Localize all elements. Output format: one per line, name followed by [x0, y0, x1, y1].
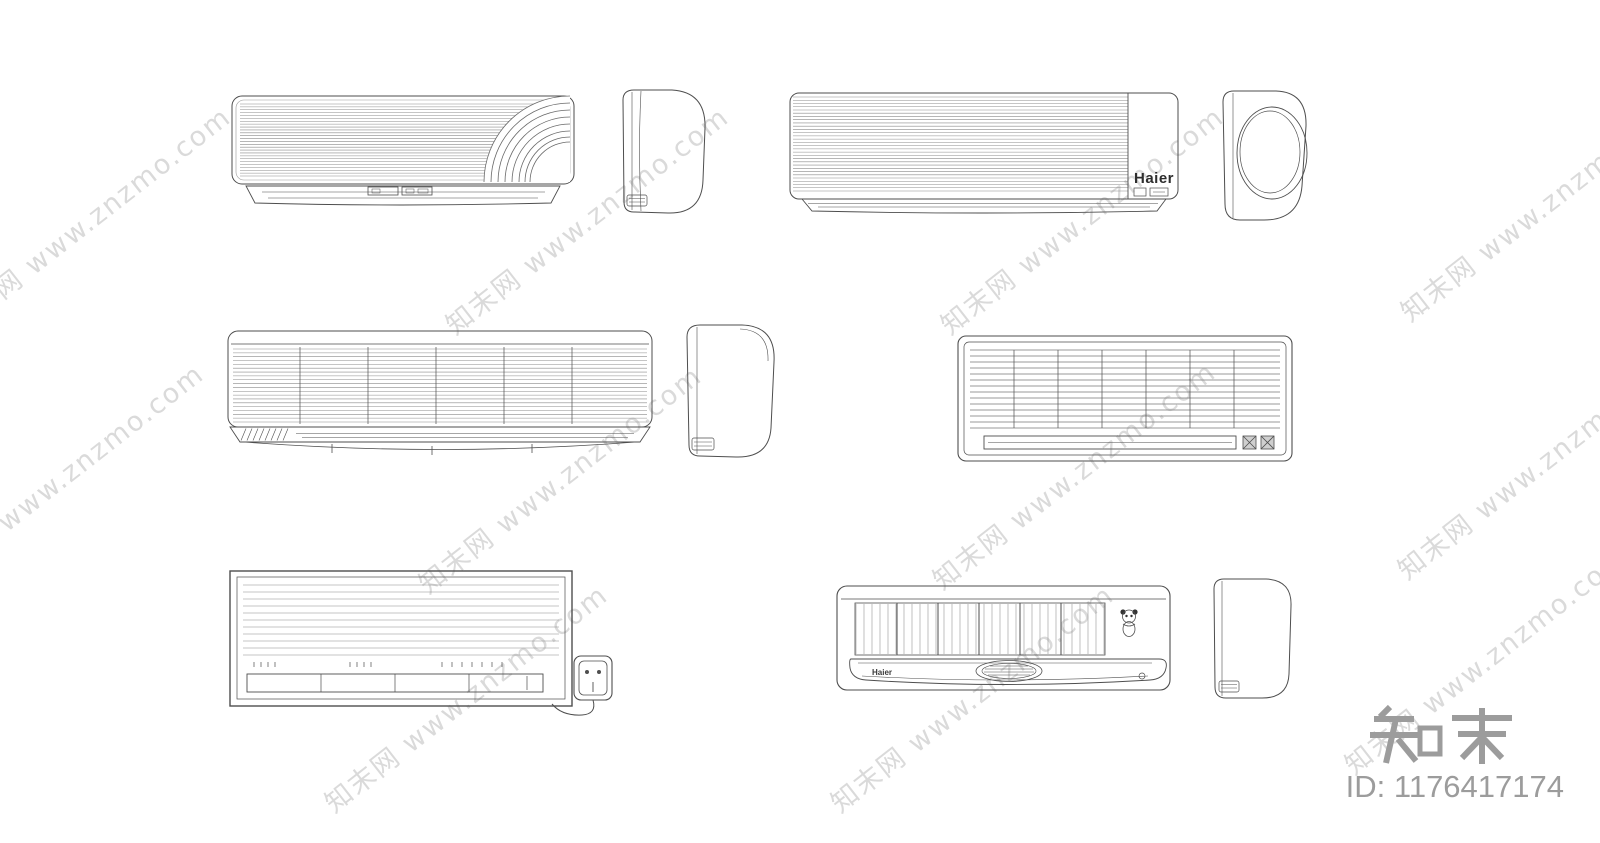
bottom-slot — [983, 435, 1237, 450]
ac-unit-bottom-left-front — [229, 570, 613, 716]
side-vent-detail — [691, 437, 715, 451]
intake-grid — [854, 602, 1106, 656]
brand-label-haier-small: Haier — [872, 668, 892, 677]
side-vent-detail — [626, 194, 648, 207]
watermark-text: 知末网 www.znzmo.com — [440, 101, 735, 341]
indicator-ticks — [253, 662, 503, 667]
power-cord — [551, 699, 595, 716]
control-window — [367, 186, 433, 196]
watermark-text: 知末网 www.znzmo.com — [825, 579, 1120, 819]
watermark-layer: 知末网 www.znzmo.com 知末网 www.znzmo.com 知末网 … — [0, 88, 1600, 819]
brand-label-haier: Haier — [1134, 170, 1174, 187]
ac-unit-top-left-side — [622, 89, 706, 214]
panda-icon — [1120, 609, 1138, 637]
side-vent-detail — [1218, 680, 1240, 693]
ac-unit-middle-right-front — [957, 335, 1293, 462]
watermark-text: 知末网 www.znzmo.com — [1395, 88, 1600, 328]
ac-unit-top-left-front — [231, 95, 575, 206]
watermark-text: 知末网 www.znzmo.com — [0, 101, 237, 341]
watermark-text: 知末网 www.znzmo.com — [1392, 346, 1600, 586]
ac-unit-top-right-front: Haier — [789, 92, 1179, 214]
ac-unit-bottom-right-front: Haier — [836, 585, 1171, 691]
round-vent — [1236, 106, 1308, 200]
display-oval — [975, 660, 1043, 682]
power-plug — [551, 655, 613, 716]
watermark-text: 知末网 www.znzmo.com — [0, 358, 210, 598]
vent-buttons — [1242, 435, 1275, 450]
ac-unit-middle-left-front — [227, 330, 653, 455]
watermark-text: 知末网 www.znzmo.com — [413, 360, 708, 600]
ac-unit-middle-left-side — [686, 324, 775, 458]
vent-hatch — [240, 428, 289, 441]
watermark-text: 知末网 www.znzmo.com — [1339, 541, 1600, 781]
watermark-text: 知末网 www.znzmo.com — [935, 101, 1230, 341]
front-band — [849, 658, 1167, 685]
site-logo — [1370, 704, 1512, 764]
asset-id: ID: 1176417174 — [1346, 769, 1564, 804]
ac-unit-bottom-right-side — [1213, 578, 1292, 699]
control-window — [1133, 187, 1169, 197]
ac-unit-top-right-side — [1222, 90, 1308, 221]
